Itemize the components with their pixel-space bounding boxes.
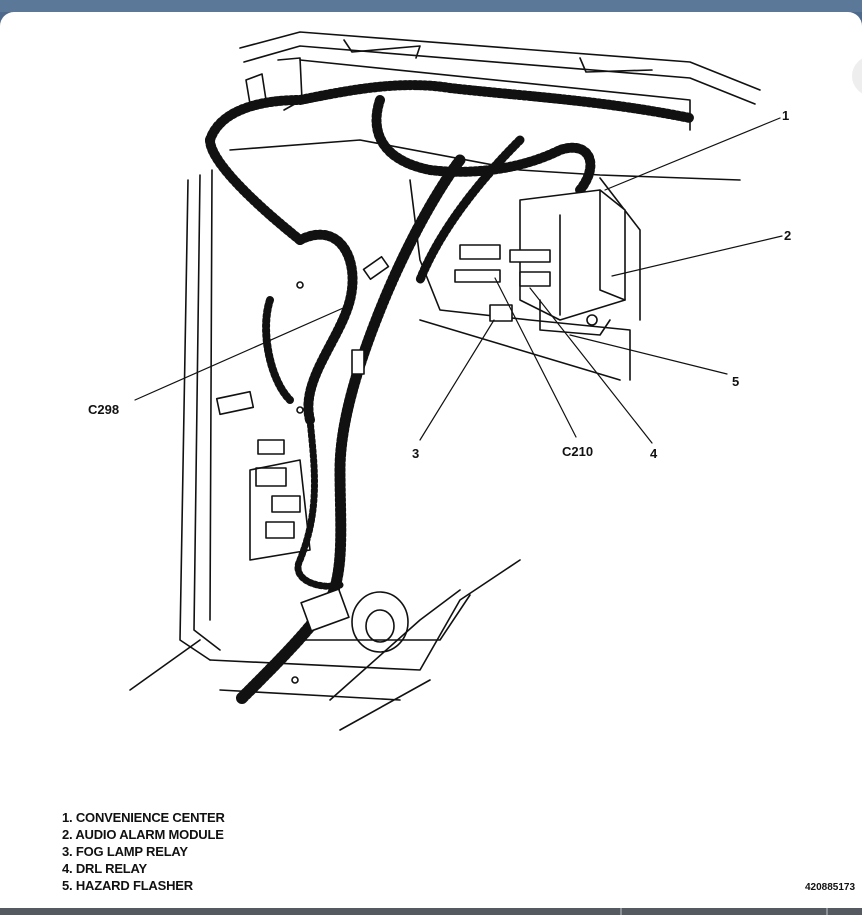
callout-c298: C298	[88, 402, 119, 417]
top-clip	[245, 57, 303, 111]
window-top-bar	[0, 0, 862, 12]
relay-connectors	[215, 244, 551, 632]
convenience-center	[519, 189, 626, 336]
callout-1: 1	[782, 108, 789, 123]
leader-line-c210	[494, 277, 577, 438]
leader-line-c298	[134, 304, 351, 401]
wiring-harness	[205, 80, 695, 706]
legend-item: 2. AUDIO ALARM MODULE	[62, 827, 224, 842]
legend-item: 1. CONVENIENCE CENTER	[62, 810, 225, 825]
leader-lines	[134, 117, 783, 444]
legend-item: 3. FOG LAMP RELAY	[62, 844, 188, 859]
callout-2: 2	[784, 228, 791, 243]
bottom-toolbar	[0, 908, 862, 915]
scroll-indicator[interactable]	[852, 56, 862, 96]
reference-code: 420885173	[805, 882, 856, 893]
leader-line-1	[604, 117, 781, 191]
leader-line-2	[611, 235, 783, 277]
callout-c210: C210	[562, 444, 593, 459]
dashboard-outline	[129, 31, 761, 731]
speaker-grommet	[351, 591, 409, 653]
leader-line-4	[529, 287, 653, 444]
callout-3: 3	[412, 446, 419, 461]
legend-item: 5. HAZARD FLASHER	[62, 878, 193, 893]
toolbar-divider	[620, 908, 622, 915]
legend-item: 4. DRL RELAY	[62, 861, 148, 876]
callout-4: 4	[650, 446, 658, 461]
callout-5: 5	[732, 374, 739, 389]
leader-line-3	[419, 319, 495, 441]
toolbar-divider	[826, 908, 828, 915]
diagram-sheet	[0, 12, 862, 910]
parts-legend: 1. CONVENIENCE CENTER 2. AUDIO ALARM MOD…	[62, 809, 225, 894]
side-bracket	[249, 281, 311, 684]
leader-line-5	[569, 334, 728, 375]
